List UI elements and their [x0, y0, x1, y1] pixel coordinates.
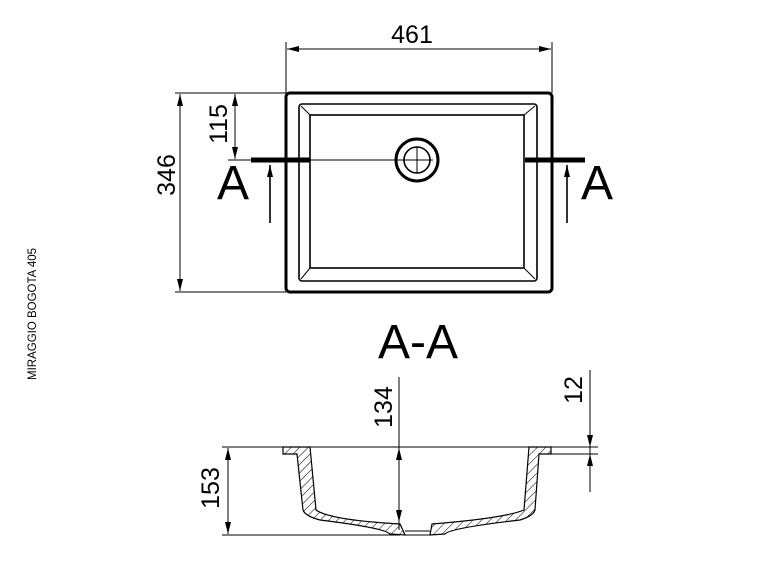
- plan-view: A A 461 346 115: [153, 21, 613, 294]
- sink-wall-left: [282, 446, 406, 536]
- sink-outer-rim: [284, 91, 554, 294]
- section-title: A-A: [378, 316, 458, 369]
- sink-inner-rim: [298, 103, 538, 282]
- sink-wall-right: [429, 446, 552, 536]
- section-marker-right: A: [581, 157, 613, 210]
- section-view: 134 153 12: [197, 370, 598, 536]
- section-marker-left: A: [217, 157, 249, 210]
- total-height-dim-label: 153: [197, 467, 225, 509]
- bowl-outline: [309, 114, 525, 269]
- drain-offset-dim-label: 115: [205, 104, 233, 144]
- depth-dim-label: 346: [153, 154, 181, 196]
- rim-thickness-dim-label: 12: [560, 376, 588, 404]
- bowl-depth-dim-label: 134: [370, 386, 398, 428]
- width-dim-label: 461: [391, 21, 433, 49]
- model-label: MIRAGGIO BOGOTA 405: [27, 248, 39, 380]
